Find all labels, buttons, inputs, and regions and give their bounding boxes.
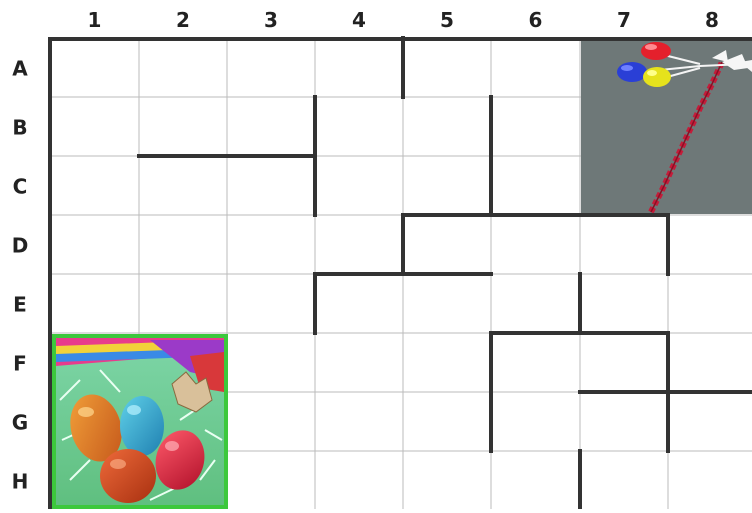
egg-highlight (165, 441, 179, 451)
egg-highlight (110, 459, 126, 469)
column-label-7: 7 (617, 8, 631, 32)
column-label-8: 8 (705, 8, 719, 32)
yellow-egg-balloon (643, 67, 671, 87)
row-label-D: D (12, 234, 29, 258)
rust-egg (100, 449, 156, 503)
egg-highlight (127, 405, 141, 415)
column-label-1: 1 (88, 8, 102, 32)
egg-highlight (647, 70, 657, 76)
row-label-B: B (12, 116, 27, 140)
row-label-C: C (13, 175, 28, 199)
row-label-F: F (13, 352, 27, 376)
start-balloons-image[interactable] (581, 38, 752, 214)
blue-egg-balloon (617, 62, 647, 82)
row-label-A: A (12, 57, 28, 81)
column-label-4: 4 (352, 8, 366, 32)
row-label-G: G (12, 411, 28, 435)
row-labels: A B C D E F G H (12, 57, 29, 494)
column-label-6: 6 (529, 8, 543, 32)
egg-highlight (645, 44, 657, 50)
column-label-5: 5 (440, 8, 454, 32)
row-label-E: E (13, 293, 27, 317)
egg-highlight (78, 407, 94, 417)
column-labels: 1 2 3 4 5 6 7 8 (88, 8, 719, 32)
goal-basket-image[interactable] (54, 336, 226, 507)
egg-highlight (621, 65, 633, 71)
column-label-3: 3 (264, 8, 278, 32)
column-label-2: 2 (176, 8, 190, 32)
red-egg-balloon (641, 42, 671, 60)
blue-egg (120, 396, 164, 456)
row-label-H: H (12, 470, 29, 494)
